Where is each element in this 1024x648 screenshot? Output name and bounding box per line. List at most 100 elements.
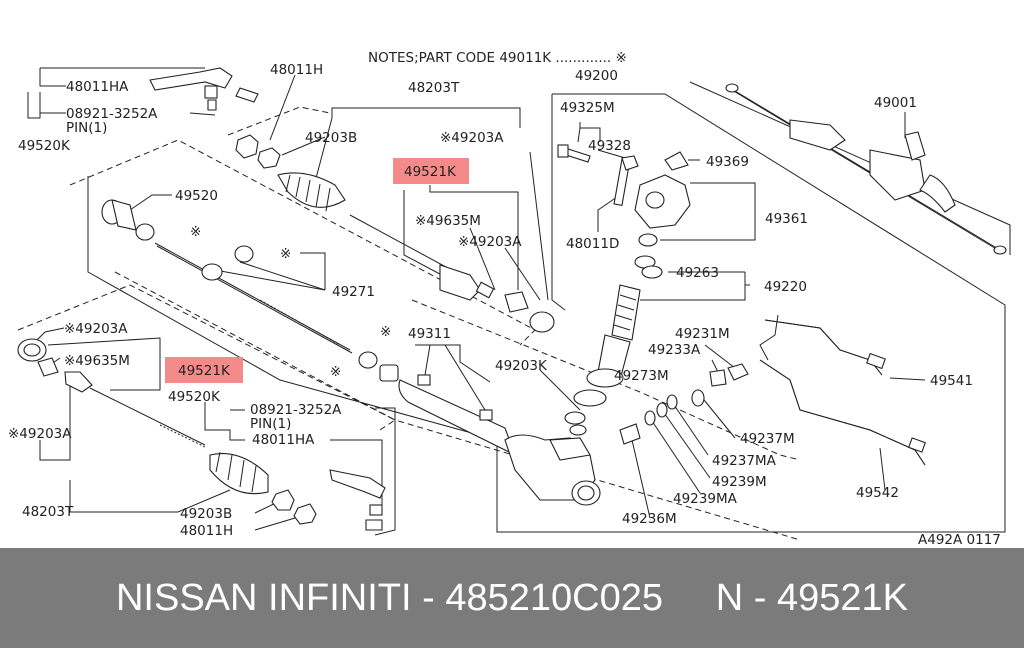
rack-housing-49311 [398, 374, 601, 506]
leader-49520K-b [204, 402, 245, 441]
oring-49273M [573, 389, 607, 407]
leader-08921-b2 [374, 407, 396, 536]
boot-48203T-upper [277, 172, 346, 212]
label-49635M-upper: ※49635M [415, 213, 481, 229]
label-49328: 49328 [588, 138, 631, 154]
label-49203B-upper: 49203B [305, 130, 357, 146]
star-marker-d: ※ [330, 364, 341, 380]
oring-49203K [564, 411, 586, 425]
hose-49541 [759, 314, 886, 376]
label-49635M-lower: ※49635M [64, 353, 130, 369]
frame-dashed-tie-rod-top [227, 106, 331, 136]
label-48203T-lower: 48203T [22, 504, 74, 520]
label-08921-upper: 08921-3252A [66, 106, 158, 122]
leader-49203K [539, 369, 581, 411]
leader-49325M-b [577, 127, 581, 143]
label-49263: 49263 [676, 265, 719, 281]
label-48203T-upper: 48203T [408, 80, 460, 96]
label-49203B-lower: 49203B [180, 506, 232, 522]
frame-dashed-lower [17, 284, 396, 431]
boot-48203T-lower [209, 451, 269, 495]
label-49203K: 49203K [495, 358, 548, 374]
leader-49239M [661, 409, 711, 479]
label-49203A-upper: ※49203A [440, 130, 504, 146]
washers-49237M [644, 389, 705, 426]
label-49001: 49001 [874, 95, 917, 111]
label-49520K-lower: 49520K [168, 389, 221, 405]
lock-49635M-lower [37, 357, 59, 377]
leader-49233A [711, 359, 719, 373]
pinion-shaft-49220 [586, 284, 641, 388]
label-49521K-lower: 49521K [178, 363, 231, 379]
inner-socket-49521K-lower [64, 371, 206, 448]
leader-49542 [879, 447, 886, 491]
label-49203A-lower: ※49203A [64, 321, 128, 337]
bushing-49520 [101, 199, 155, 241]
leader-49325M [579, 122, 601, 142]
leader-49271-b [239, 261, 326, 291]
leader-49237MA [671, 401, 709, 456]
label-49239MA: 49239MA [673, 491, 738, 507]
valve-body-49361 [634, 174, 691, 247]
fitting-49231M [709, 363, 749, 387]
label-49273M: 49273M [614, 368, 669, 384]
label-49361: 49361 [765, 211, 808, 227]
part-info-text: NISSAN INFINITI - 485210C025 N - 49521K [115, 576, 908, 619]
inner-socket-49521K-upper [349, 214, 555, 333]
leader-49237M [699, 394, 736, 439]
label-49236M: 49236M [622, 511, 677, 527]
label-49233A: 49233A [648, 342, 701, 358]
label-48011H-upper: 48011H [270, 62, 323, 78]
frame-main-assembly [551, 94, 566, 311]
bolt-49325M [557, 144, 591, 163]
leader-48203T-a2 [314, 117, 333, 183]
leader-49239MA [649, 417, 701, 494]
leader-48011HA-a [39, 68, 66, 87]
frame-inner-assembly [87, 176, 605, 533]
leader-49203A-d [39, 378, 71, 461]
star-marker-a: ※ [190, 224, 201, 240]
leader-48203T-b [69, 480, 231, 513]
label-48011HA-upper: 48011HA [66, 79, 129, 95]
label-08921-lower: 08921-3252A [250, 402, 342, 418]
nut-49203B-lower [271, 489, 295, 511]
leader-49521K-a2 [429, 185, 519, 290]
leader-48011D [597, 194, 621, 232]
leader-49311-c [444, 344, 486, 411]
label-49520K-upper: 49520K [18, 138, 71, 154]
label-49521K-upper: 49521K [404, 164, 457, 180]
label-pin-upper: PIN(1) [66, 120, 107, 136]
label-49237MA: 49237MA [712, 453, 777, 469]
leader-49203A-a [529, 151, 549, 301]
leader-08921-a3 [189, 112, 216, 116]
leader-49271-c [214, 269, 326, 291]
leader-49236M [631, 439, 651, 519]
label-49239M: 49239M [712, 474, 767, 490]
label-49271: 49271 [332, 284, 375, 300]
label-49369: 49369 [706, 154, 749, 170]
seal-49263 [634, 255, 663, 279]
label-49325M: 49325M [560, 100, 615, 116]
leader-49203A-b [504, 247, 541, 301]
label-48011D: 48011D [566, 236, 619, 252]
leader-49635M-a [469, 227, 496, 291]
label-49237M: 49237M [740, 431, 795, 447]
highlight-49521K-lower [165, 357, 243, 383]
leader-48203T-a [331, 107, 521, 128]
leader-49361 [660, 182, 756, 241]
frame-dashed-left [69, 139, 536, 346]
rack-bar-49271 [154, 242, 353, 354]
bushing-49236M [619, 423, 641, 445]
leader-49231M [704, 344, 736, 369]
label-49541: 49541 [930, 373, 973, 389]
leader-49311-b [424, 344, 431, 376]
leader-49271 [300, 252, 326, 290]
leader-49541 [889, 377, 926, 381]
frame-dashed-housing [411, 299, 801, 461]
hose-49542 [759, 359, 926, 466]
clip-49203A-lower [17, 338, 47, 362]
label-48011HA-lower: 48011HA [252, 432, 315, 448]
label-48011H-lower: 48011H [180, 523, 233, 539]
frame-dashed-rack [114, 271, 801, 541]
leader-49521K-b2 [47, 337, 161, 360]
